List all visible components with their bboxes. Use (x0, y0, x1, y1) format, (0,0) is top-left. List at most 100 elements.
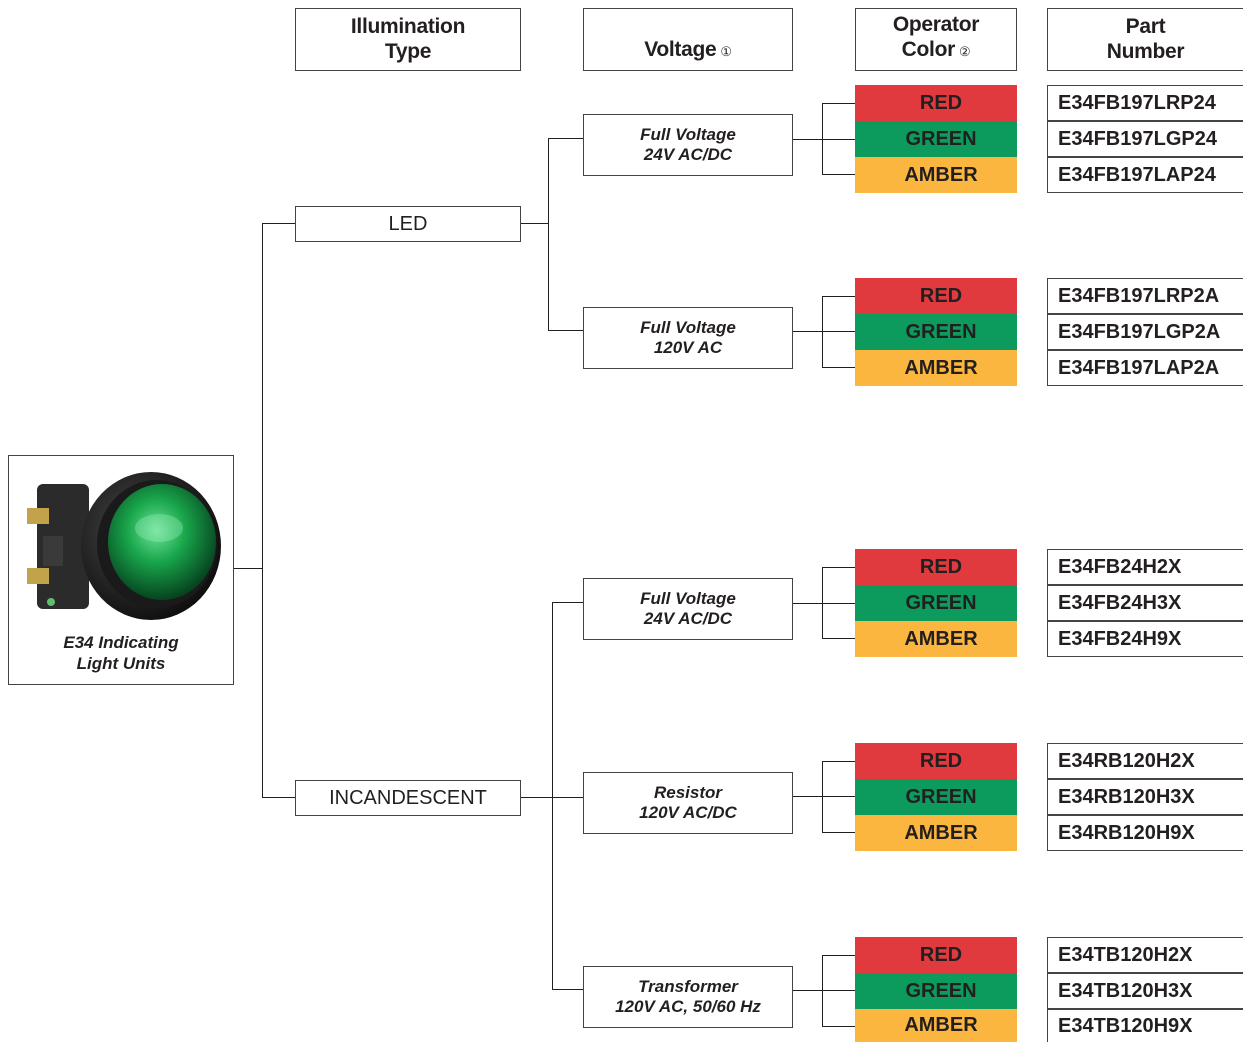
connector-line (262, 797, 295, 798)
voltage-line2: 24V AC/DC (643, 145, 733, 164)
voltage-line1: Full Voltage (640, 318, 736, 337)
header-color-line2: Color (901, 38, 956, 61)
color-amber: AMBER (855, 350, 1017, 386)
voltage-line1: Resistor (653, 783, 723, 802)
part-number: E34FB197LRP2A (1047, 278, 1243, 314)
connector-line (262, 223, 295, 224)
connector-line (521, 223, 549, 224)
connector-line (793, 603, 823, 604)
header-part-line1: Part (1125, 15, 1166, 38)
connector-line (552, 602, 583, 603)
connector-line (793, 331, 823, 332)
voltage-line2: 24V AC/DC (643, 609, 733, 628)
connector-line (822, 331, 855, 332)
connector-line (262, 223, 263, 798)
connector-line (822, 139, 855, 140)
footnote-1-marker: ① (720, 44, 732, 59)
part-number: E34FB197LGP2A (1047, 314, 1243, 350)
header-voltage-label: Voltage (644, 38, 717, 61)
product-caption: E34 Indicating Light Units (9, 632, 233, 674)
connector-line (822, 761, 823, 833)
header-illumination-line1: Illumination (350, 15, 466, 38)
color-amber: AMBER (855, 815, 1017, 851)
connector-line (822, 103, 855, 104)
voltage-line2: 120V AC (653, 338, 723, 357)
connector-line (548, 138, 583, 139)
connector-line (822, 832, 855, 833)
connector-line (822, 638, 855, 639)
connector-line (552, 602, 553, 990)
part-number: E34RB120H3X (1047, 779, 1243, 815)
color-green: GREEN (855, 585, 1017, 621)
color-red: RED (855, 549, 1017, 585)
part-number: E34FB197LGP24 (1047, 121, 1243, 157)
connector-line (822, 1026, 855, 1027)
color-amber: AMBER (855, 157, 1017, 193)
connector-line (793, 990, 823, 991)
connector-line (822, 567, 855, 568)
part-number: E34TB120H2X (1047, 937, 1243, 973)
part-number: E34RB120H9X (1047, 815, 1243, 851)
part-number: E34TB120H3X (1047, 973, 1243, 1009)
connector-line (793, 796, 823, 797)
connector-line (548, 330, 583, 331)
color-red: RED (855, 278, 1017, 314)
indicating-light-image (27, 472, 221, 620)
product-image-panel: E34 Indicating Light Units (8, 455, 234, 685)
color-green: GREEN (855, 973, 1017, 1009)
part-number: E34RB120H2X (1047, 743, 1243, 779)
connector-line (822, 955, 855, 956)
voltage-line2: 120V AC, 50/60 Hz (615, 997, 761, 1016)
part-number: E34FB197LAP2A (1047, 350, 1243, 386)
illumination-type-led: LED (295, 206, 521, 242)
header-part-line2: Number (1106, 40, 1185, 63)
connector-line (552, 989, 583, 990)
color-green: GREEN (855, 121, 1017, 157)
voltage-led-120v: Full Voltage 120V AC (583, 307, 793, 369)
voltage-line1: Full Voltage (640, 589, 736, 608)
header-illumination-line2: Type (384, 40, 432, 63)
part-number: E34FB197LRP24 (1047, 85, 1243, 121)
connector-line (822, 761, 855, 762)
connector-line (793, 139, 823, 140)
footnote-2-marker: ② (958, 44, 971, 59)
voltage-incandescent-transformer: Transformer 120V AC, 50/60 Hz (583, 966, 793, 1028)
connector-line (822, 603, 855, 604)
connector-line (822, 174, 855, 175)
part-number: E34FB197LAP24 (1047, 157, 1243, 193)
voltage-incandescent-resistor: Resistor 120V AC/DC (583, 772, 793, 834)
part-number: E34FB24H3X (1047, 585, 1243, 621)
connector-line (822, 955, 823, 1027)
connector-line (822, 296, 823, 368)
color-red: RED (855, 743, 1017, 779)
voltage-led-24v: Full Voltage 24V AC/DC (583, 114, 793, 176)
voltage-line2: 120V AC/DC (639, 803, 737, 822)
voltage-incandescent-24v: Full Voltage 24V AC/DC (583, 578, 793, 640)
voltage-line1: Transformer (638, 977, 738, 996)
connector-line (822, 796, 855, 797)
connector-line (822, 296, 855, 297)
header-color-line1: Operator (892, 13, 980, 36)
color-red: RED (855, 85, 1017, 121)
part-number: E34FB24H9X (1047, 621, 1243, 657)
illumination-type-incandescent: INCANDESCENT (295, 780, 521, 816)
color-green: GREEN (855, 779, 1017, 815)
color-amber: AMBER (855, 1009, 1017, 1042)
illumination-type-label: INCANDESCENT (329, 786, 487, 809)
part-number: E34FB24H2X (1047, 549, 1243, 585)
part-number: E34TB120H9X (1047, 1009, 1243, 1042)
connector-line (548, 138, 549, 331)
product-caption-line1: E34 Indicating (63, 633, 179, 652)
connector-line (822, 367, 855, 368)
connector-line (234, 568, 263, 569)
voltage-line1: Full Voltage (640, 125, 736, 144)
color-green: GREEN (855, 314, 1017, 350)
illumination-type-label: LED (388, 212, 428, 235)
color-red: RED (855, 937, 1017, 973)
connector-line (822, 990, 855, 991)
color-amber: AMBER (855, 621, 1017, 657)
